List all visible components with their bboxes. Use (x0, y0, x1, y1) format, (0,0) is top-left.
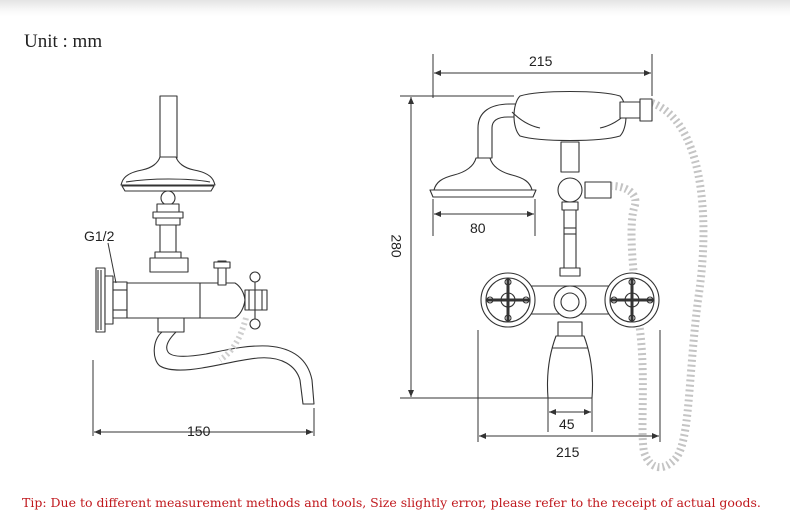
unit-label: Unit : mm (24, 31, 103, 52)
front-view (429, 90, 660, 399)
side-dimensions (92, 242, 315, 436)
top-shade (0, 0, 790, 16)
height-label: 280 (388, 234, 405, 258)
front-dimensions (400, 54, 661, 442)
bottom-width-label: 215 (556, 444, 580, 460)
side-view (95, 95, 315, 405)
spout-width-label: 45 (559, 416, 575, 432)
head-width-label: 80 (470, 220, 486, 236)
side-width-label: 150 (187, 423, 211, 439)
top-width-label: 215 (529, 53, 553, 69)
thread-size-label: G1/2 (84, 228, 115, 244)
front-hose (611, 99, 708, 471)
side-hose (218, 317, 249, 363)
tip-note: Tip: Due to different measurement method… (22, 495, 761, 510)
